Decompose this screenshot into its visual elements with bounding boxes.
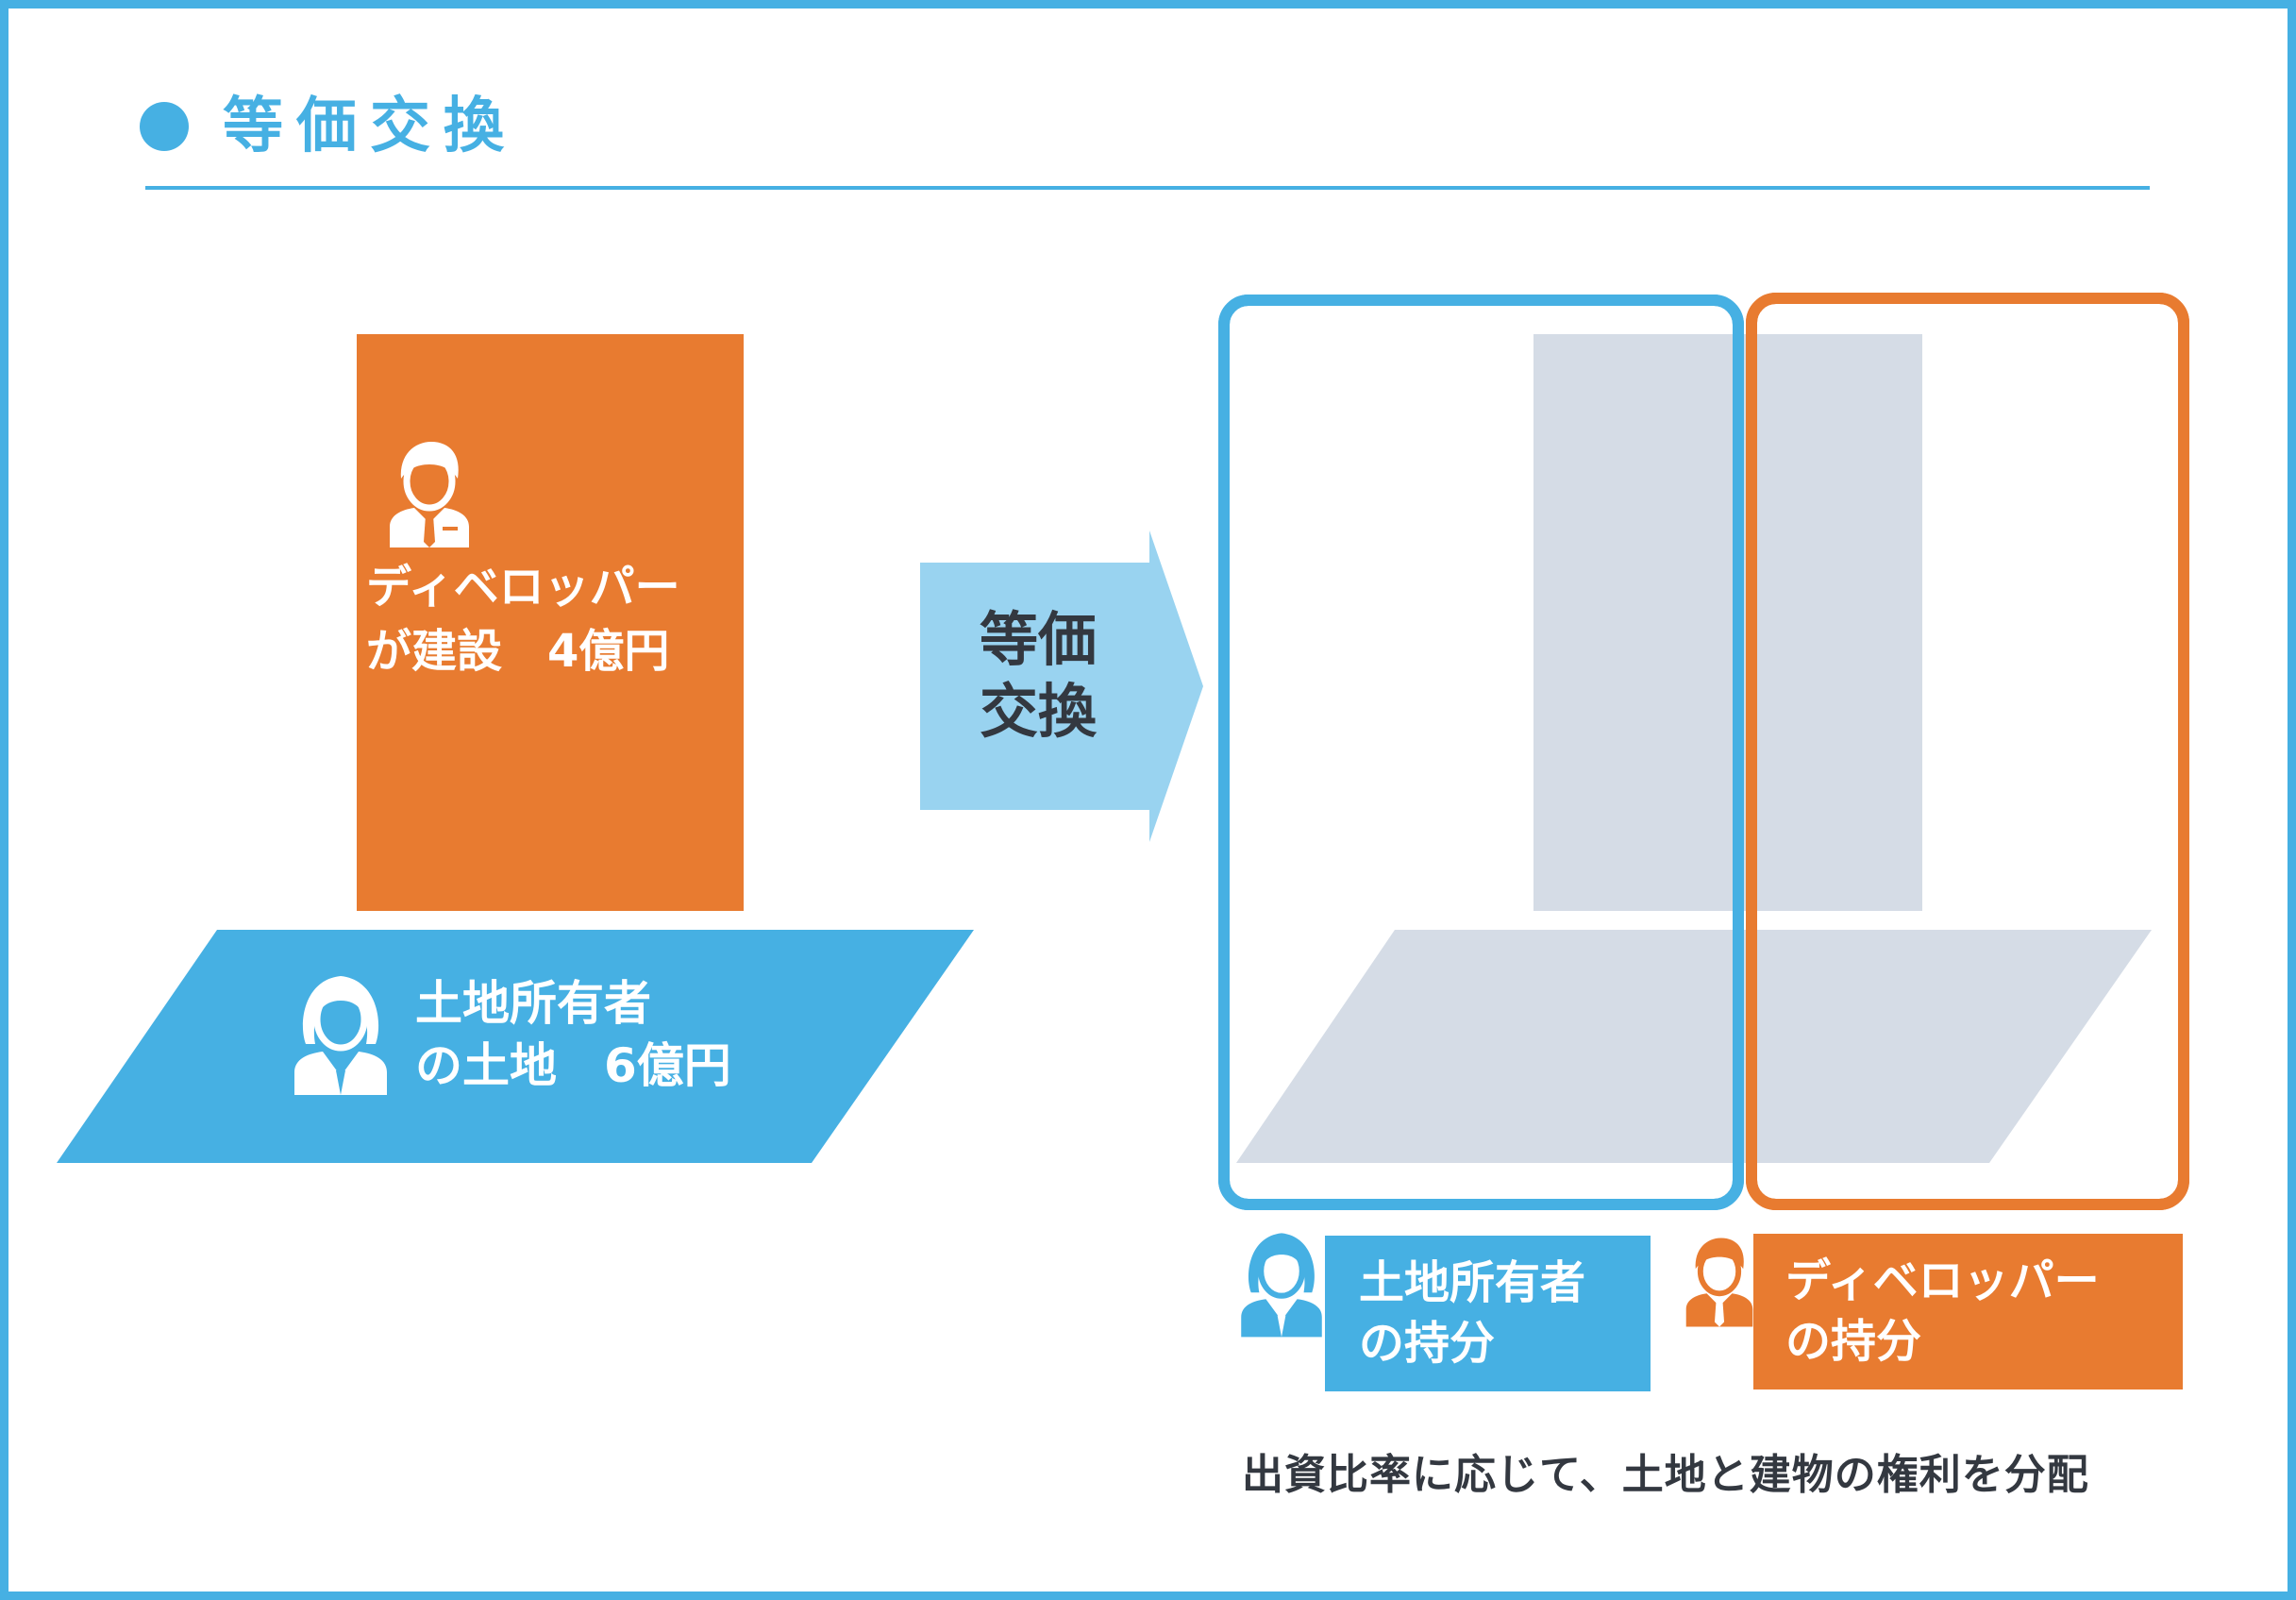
title-divider bbox=[145, 186, 2150, 190]
developer-share-text: ディベロッパー の持分 bbox=[1785, 1251, 2100, 1372]
developer-building-line2: が建設 4億円 bbox=[366, 625, 670, 678]
developer-share-line2: の持分 bbox=[1785, 1315, 1922, 1368]
owner-share-line1: 土地所有者 bbox=[1359, 1256, 1586, 1309]
owner-share-label: 土地所有者 の持分 bbox=[1325, 1236, 1651, 1391]
developer-building-label: ディベロッパー が建設 4億円 bbox=[366, 555, 744, 683]
businesswoman-icon bbox=[294, 976, 387, 1095]
building-shadow-block bbox=[1533, 334, 1922, 911]
title-bullet bbox=[140, 102, 189, 151]
land-label: 土地所有者 の土地 6億円 bbox=[415, 972, 731, 1097]
exchange-arrow bbox=[920, 531, 1203, 842]
businessman-icon bbox=[1685, 1238, 1753, 1327]
businessman-icon bbox=[390, 442, 469, 547]
developer-building-block bbox=[357, 334, 744, 911]
land-shadow-parallelogram bbox=[1236, 930, 2152, 1163]
arrow-line1: 等価 bbox=[979, 605, 1097, 674]
page-title: 等価交換 bbox=[223, 92, 517, 161]
businesswoman-icon bbox=[1241, 1233, 1322, 1338]
land-line1: 土地所有者 bbox=[415, 976, 651, 1031]
owner-share-frame-top bbox=[1218, 295, 1744, 1210]
arrow-line2: 交換 bbox=[979, 677, 1097, 746]
owner-share-line2: の持分 bbox=[1359, 1317, 1496, 1370]
arrow-label: 等価 交換 bbox=[963, 604, 1114, 748]
land-parallelogram bbox=[57, 930, 974, 1163]
developer-share-frame-top bbox=[1746, 293, 2189, 1210]
developer-share-label: ディベロッパー の持分 bbox=[1753, 1234, 2183, 1389]
developer-share-line1: ディベロッパー bbox=[1785, 1255, 2100, 1307]
owner-share-text: 土地所有者 の持分 bbox=[1359, 1253, 1585, 1373]
land-line2: の土地 6億円 bbox=[415, 1038, 731, 1093]
developer-building-line1: ディベロッパー bbox=[366, 561, 680, 614]
distribution-caption: 出資比率に応じて、土地と建物の権利を分配 bbox=[1242, 1451, 2089, 1499]
